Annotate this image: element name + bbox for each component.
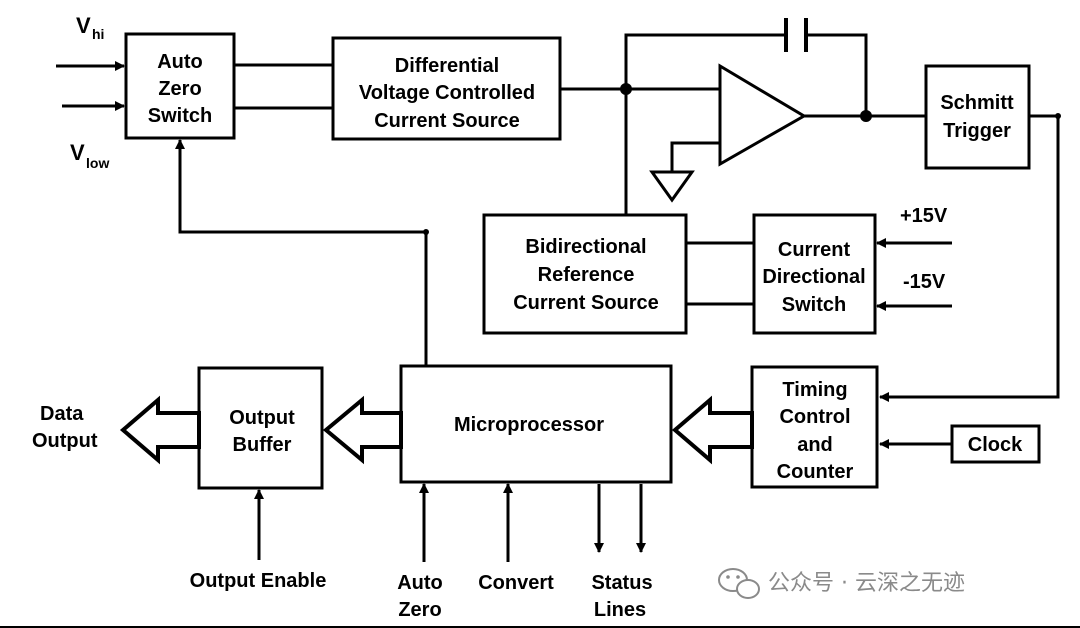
clock-block — [950, 424, 1041, 464]
timing-control-line-2: Control — [779, 406, 850, 428]
output-buffer-block — [197, 366, 324, 490]
timing-control-line-4: Counter — [777, 461, 854, 483]
bidir-ref-block — [482, 213, 688, 335]
wechat-icon — [718, 568, 760, 599]
current-dir-switch-line-2: Directional — [762, 266, 865, 288]
diff-vccs-line-1: Differential — [395, 55, 499, 77]
auto-zero-switch-line-3: Switch — [148, 105, 212, 127]
v-low-label: V low — [70, 140, 109, 171]
current-dir-switch-block — [752, 213, 877, 335]
schmitt-to-timing-wire — [879, 114, 1060, 402]
auto-zero-switch-block — [124, 32, 236, 140]
uproc-to-buffer-bus-arrow — [322, 395, 403, 465]
uproc-control-dot — [423, 229, 429, 235]
convert-label: Convert — [478, 572, 554, 594]
plus-15v-label: +15V — [900, 205, 948, 227]
watermark-text: 公众号 · 云深之无迹 — [768, 571, 965, 596]
data-output-line-1: Data — [40, 403, 84, 425]
uproc-to-switch-wire — [175, 139, 428, 366]
current-dir-switch-line-3: Switch — [782, 294, 846, 316]
ground-symbol — [649, 170, 695, 203]
timing-to-uproc-bus-arrow — [671, 395, 754, 465]
timing-control-block — [750, 365, 879, 489]
integrator-opamp — [718, 63, 807, 167]
opamp-ground-wire — [670, 141, 720, 172]
output-enable-label: Output Enable — [190, 570, 327, 592]
status-lines-line-1: Status — [591, 572, 652, 594]
buffer-to-output-bus-arrow — [119, 395, 201, 465]
clock-label: Clock — [968, 434, 1023, 456]
bidir-ref-line-1: Bidirectional — [525, 236, 646, 258]
svg-text:V: V — [76, 13, 91, 38]
diff-vccs-line-2: Voltage Controlled — [359, 82, 535, 104]
output-buffer-line-1: Output — [229, 407, 295, 429]
auto-zero-switch-line-1: Auto — [157, 51, 203, 73]
svg-text:V: V — [70, 140, 85, 165]
auto-zero-line-1: Auto — [397, 572, 443, 594]
diff-vccs-block — [331, 36, 562, 141]
timing-control-line-1: Timing — [782, 379, 847, 401]
minus-15v-label: -15V — [903, 271, 946, 293]
data-output-line-2: Output — [32, 430, 98, 452]
svg-text:hi: hi — [92, 26, 104, 42]
output-node-dot — [860, 110, 872, 122]
timing-control-line-3: and — [797, 434, 833, 456]
schmitt-trigger-line-2: Trigger — [943, 120, 1011, 142]
schmitt-trigger-block — [924, 64, 1031, 170]
auto-zero-line-2: Zero — [398, 599, 441, 621]
auto-zero-switch-line-2: Zero — [158, 78, 201, 100]
diff-vccs-line-3: Current Source — [374, 110, 520, 132]
output-buffer-line-2: Buffer — [233, 434, 292, 456]
bidir-ref-line-3: Current Source — [513, 292, 659, 314]
bidir-ref-line-2: Reference — [538, 264, 635, 286]
status-lines-line-2: Lines — [594, 599, 646, 621]
cap-right-wire — [806, 33, 868, 116]
schmitt-trigger-line-1: Schmitt — [940, 92, 1014, 114]
schmitt-out-dot — [1055, 113, 1061, 119]
svg-text:low: low — [86, 155, 109, 171]
microprocessor-label: Microprocessor — [454, 414, 604, 436]
microprocessor-block — [399, 364, 673, 484]
current-dir-switch-line-1: Current — [778, 239, 851, 261]
watermark: 公众号 · 云深之无迹 — [718, 568, 965, 599]
cap-left-wire — [624, 33, 786, 89]
v-hi-label: V hi — [76, 13, 104, 42]
